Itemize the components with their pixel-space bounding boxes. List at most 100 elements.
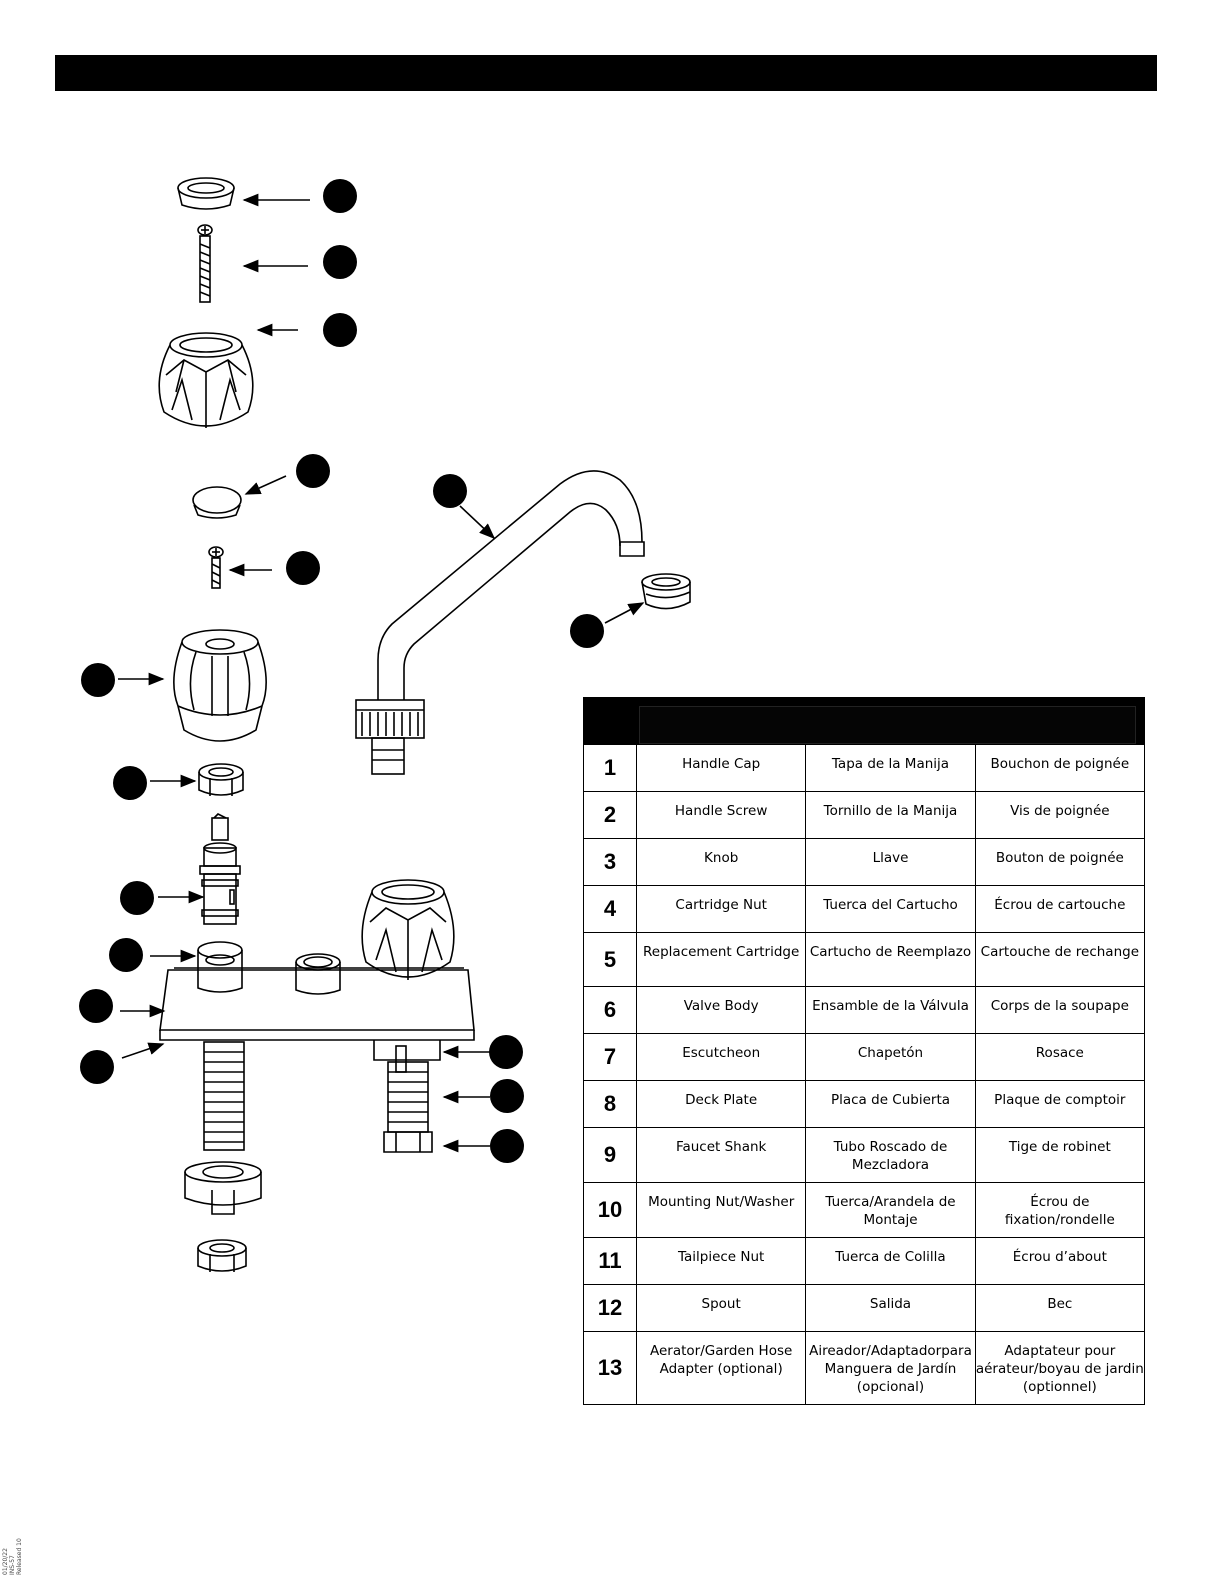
spout-part [355, 470, 645, 775]
part-name-english: Handle Screw [635, 791, 807, 839]
part-name-english: Handle Cap [635, 744, 807, 792]
part-number: 9 [583, 1127, 637, 1183]
table-row: 13 Aerator/Garden Hose Adapter (optional… [583, 1331, 1146, 1405]
callout-circle [79, 989, 113, 1023]
aerator-part [641, 573, 691, 610]
part-name-spanish: Ensamble de la Válvula [805, 986, 976, 1034]
table-row: 3 Knob Llave Bouton de poignée [583, 838, 1146, 886]
part-name-english: Deck Plate [635, 1080, 807, 1128]
part-name-spanish: Chapetón [805, 1033, 976, 1081]
part-name-english: Mounting Nut/Washer [635, 1182, 807, 1238]
part-number: 2 [583, 791, 637, 839]
part-name-french: Rosace [974, 1033, 1146, 1081]
callout-circle [489, 1035, 523, 1069]
part-name-spanish: Tuerca de Colilla [805, 1237, 976, 1285]
part-name-spanish: Tubo Roscado de Mezcladora [805, 1127, 976, 1183]
table-row: 8 Deck Plate Placa de Cubierta Plaque de… [583, 1080, 1146, 1128]
callout-circle [286, 551, 320, 585]
part-name-spanish: Placa de Cubierta [805, 1080, 976, 1128]
part-name-spanish: Tuerca del Cartucho [805, 885, 976, 933]
part-name-english: Tailpiece Nut [635, 1237, 807, 1285]
part-number: 7 [583, 1033, 637, 1081]
part-number: 10 [583, 1182, 637, 1238]
long-handle-screw-part [197, 224, 213, 303]
part-name-english: Replacement Cartridge [635, 932, 807, 987]
part-name-french: Tige de robinet [974, 1127, 1146, 1183]
faucet-valve-body-base [159, 879, 475, 1153]
table-row: 9 Faucet Shank Tubo Roscado de Mezclador… [583, 1127, 1146, 1183]
callout-circle [490, 1129, 524, 1163]
part-name-spanish: Tornillo de la Manija [805, 791, 976, 839]
crystal-knob-top-part [158, 332, 254, 428]
part-name-english: Knob [635, 838, 807, 886]
part-name-english: Faucet Shank [635, 1127, 807, 1183]
part-name-spanish: Aireador/Adaptadorpara Manguera de Jardí… [805, 1331, 976, 1405]
part-name-french: Plaque de comptoir [974, 1080, 1146, 1128]
part-number: 3 [583, 838, 637, 886]
part-name-french: Bec [974, 1284, 1146, 1332]
part-name-french: Vis de poignée [974, 791, 1146, 839]
part-number: 8 [583, 1080, 637, 1128]
part-name-english: Escutcheon [635, 1033, 807, 1081]
cartridge-nut-part [198, 763, 244, 796]
part-name-french: Écrou de fixation/rondelle [974, 1182, 1146, 1238]
part-number: 11 [583, 1237, 637, 1285]
part-name-french: Écrou d’about [974, 1237, 1146, 1285]
part-name-english: Valve Body [635, 986, 807, 1034]
callout-circle [323, 245, 357, 279]
part-number: 4 [583, 885, 637, 933]
part-name-spanish: Tapa de la Manija [805, 744, 976, 792]
table-row: 1 Handle Cap Tapa de la Manija Bouchon d… [583, 744, 1146, 792]
table-row: 5 Replacement Cartridge Cartucho de Reem… [583, 932, 1146, 987]
table-row: 7 Escutcheon Chapetón Rosace [583, 1033, 1146, 1081]
part-name-english: Cartridge Nut [635, 885, 807, 933]
part-number: 1 [583, 744, 637, 792]
part-name-french: Bouton de poignée [974, 838, 1146, 886]
callout-circle [296, 454, 330, 488]
table-row: 2 Handle Screw Tornillo de la Manija Vis… [583, 791, 1146, 839]
part-name-french: Cartouche de rechange [974, 932, 1146, 987]
part-name-french: Corps de la soupape [974, 986, 1146, 1034]
acrylic-knob-part [173, 629, 267, 742]
mounting-nut-washer-part [184, 1161, 262, 1215]
callout-circles [79, 179, 604, 1163]
handle-cap-ring-part [177, 177, 235, 210]
part-name-spanish: Llave [805, 838, 976, 886]
part-name-spanish: Salida [805, 1284, 976, 1332]
part-name-french: Bouchon de poignée [974, 744, 1146, 792]
callout-circle [323, 179, 357, 213]
parts-table-header [583, 697, 1145, 745]
short-handle-screw-part [208, 546, 224, 589]
part-name-english: Aerator/Garden Hose Adapter (optional) [635, 1331, 807, 1405]
part-name-spanish: Tuerca/Arandela de Montaje [805, 1182, 976, 1238]
part-number: 13 [583, 1331, 637, 1405]
table-row: 4 Cartridge Nut Tuerca del Cartucho Écro… [583, 885, 1146, 933]
table-row: 10 Mounting Nut/Washer Tuerca/Arandela d… [583, 1182, 1146, 1238]
small-handle-cap-part [192, 486, 242, 519]
part-number: 12 [583, 1284, 637, 1332]
part-name-french: Adaptateur pour aérateur/boyau de jardin… [974, 1331, 1146, 1405]
part-name-french: Écrou de cartouche [974, 885, 1146, 933]
callout-circle [570, 614, 604, 648]
part-number: 6 [583, 986, 637, 1034]
parts-list-table: 1 Handle Cap Tapa de la Manija Bouchon d… [583, 697, 1146, 1405]
replacement-cartridge-part [199, 813, 241, 925]
callout-circle [80, 1050, 114, 1084]
part-number: 5 [583, 932, 637, 987]
callout-circle [323, 313, 357, 347]
part-name-english: Spout [635, 1284, 807, 1332]
callout-circle [109, 938, 143, 972]
tailpiece-nut-part [197, 1239, 247, 1272]
callout-circle [120, 881, 154, 915]
document-revision-note: 01/20/22 INS-57 Released 10 [2, 1538, 23, 1575]
table-row: 6 Valve Body Ensamble de la Válvula Corp… [583, 986, 1146, 1034]
callout-circle [81, 663, 115, 697]
part-name-spanish: Cartucho de Reemplazo [805, 932, 976, 987]
callout-circle [113, 766, 147, 800]
table-row: 11 Tailpiece Nut Tuerca de Colilla Écrou… [583, 1237, 1146, 1285]
callout-circle [433, 474, 467, 508]
callout-circle [490, 1079, 524, 1113]
top-banner-bar [55, 55, 1157, 91]
table-row: 12 Spout Salida Bec [583, 1284, 1146, 1332]
